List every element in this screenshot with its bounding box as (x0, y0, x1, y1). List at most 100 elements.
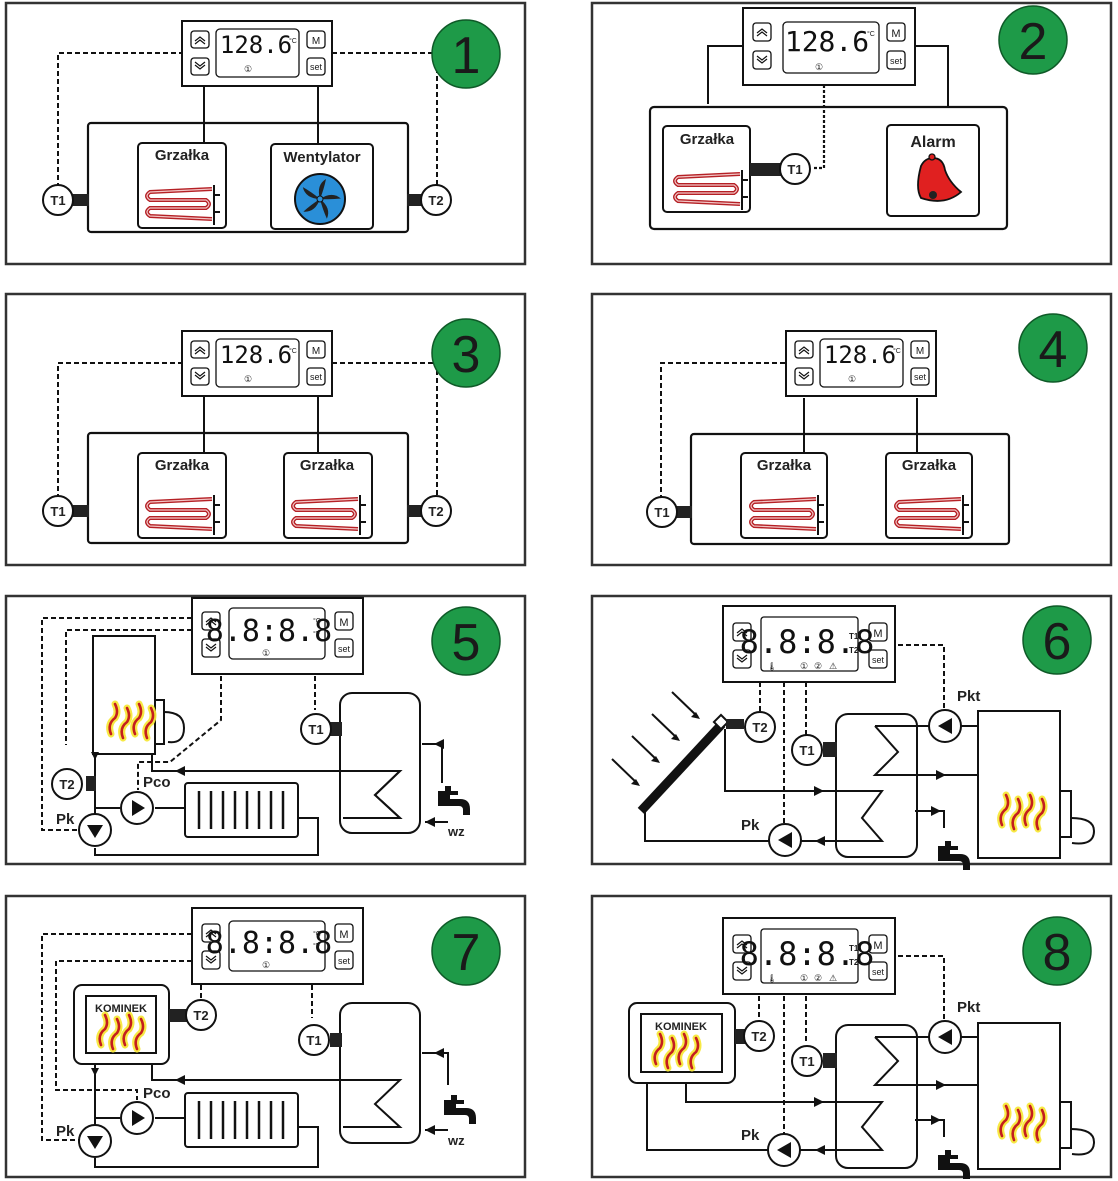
controller: 8.8:8.8 °C °F ① M set (191, 907, 364, 985)
svg-text:°C: °C (289, 347, 297, 355)
svg-text:4: 4 (1039, 321, 1068, 379)
fan-box: Wentylator (270, 143, 374, 230)
pump-label: Pco (143, 774, 171, 791)
radiator (184, 1092, 299, 1148)
m-button[interactable]: M (339, 929, 348, 941)
fireplace-label: KOMINEK (655, 1021, 707, 1033)
svg-text:°C: °C (313, 930, 321, 938)
svg-text:①: ① (262, 960, 270, 970)
sensor-wires (41, 933, 313, 1141)
m-button[interactable]: M (339, 617, 348, 629)
sensor-wire (57, 52, 182, 188)
piping (644, 725, 978, 842)
panel-number-badge: 3 (431, 318, 501, 388)
pump-label: Pk (56, 811, 75, 828)
m-button[interactable]: M (312, 36, 320, 47)
svg-text:°F: °F (313, 630, 320, 638)
svg-text:T1: T1 (849, 632, 859, 641)
set-button[interactable]: set (310, 372, 323, 382)
svg-text:T2: T2 (59, 777, 74, 792)
sensor-t2: T2 (51, 768, 83, 800)
bell-icon (917, 153, 963, 202)
svg-text:T2: T2 (428, 193, 443, 208)
m-button[interactable]: M (312, 346, 320, 357)
unit-label: °C (289, 37, 297, 45)
svg-text:°C: °C (867, 30, 875, 38)
sensor-wires (759, 644, 945, 830)
lcd-display: 128.6 (220, 31, 292, 59)
svg-text:①: ① (244, 374, 252, 384)
sensor-wires (758, 955, 945, 1140)
sensor-t2: T2 (185, 999, 217, 1031)
svg-text:128.6: 128.6 (824, 341, 896, 369)
m-button[interactable]: M (916, 346, 924, 357)
sensor-t2: T2 (744, 711, 776, 743)
m-button[interactable]: M (873, 628, 882, 640)
pump-pk (78, 813, 112, 847)
lcd-display: 8.8:8.8 (206, 926, 332, 961)
svg-text:Grzałka: Grzałka (300, 457, 355, 474)
svg-text:2: 2 (1019, 13, 1048, 71)
panel-7: KOMINEK T2 (4, 894, 527, 1179)
svg-text:7: 7 (452, 924, 481, 982)
m-button[interactable]: M (891, 28, 900, 40)
m-button[interactable]: M (873, 940, 882, 952)
svg-text:②: ② (814, 661, 822, 671)
controller: 8.8:8.8 T1 T2 🌡 ① ② ⚠ M set (722, 605, 896, 683)
svg-text:128.6: 128.6 (220, 341, 292, 369)
svg-text:Grzałka: Grzałka (155, 457, 210, 474)
svg-text:①: ① (848, 374, 856, 384)
panel-number-badge: 5 (431, 606, 501, 676)
sensor-t2: T2 (420, 495, 452, 527)
set-button[interactable]: set (872, 967, 885, 977)
set-button[interactable]: set (338, 644, 351, 654)
pump-pk (78, 1124, 112, 1158)
set-button[interactable]: set (310, 62, 323, 72)
svg-text:Grzałka: Grzałka (757, 457, 812, 474)
set-button[interactable]: set (890, 56, 903, 66)
water-tank (835, 713, 918, 858)
panel-number-badge: 7 (431, 916, 501, 986)
svg-text:T1: T1 (308, 722, 323, 737)
heater-box: Grzałka (885, 452, 973, 539)
panel-number-badge: 6 (1022, 605, 1092, 675)
svg-text:①: ① (262, 648, 270, 658)
sensor-t1: T1 (779, 153, 811, 185)
pump-pco (120, 1101, 154, 1135)
svg-text:②: ② (814, 973, 822, 983)
svg-text:T2: T2 (428, 504, 443, 519)
svg-text:T1: T1 (787, 162, 802, 177)
set-button[interactable]: set (914, 372, 927, 382)
panel-3: 128.6 °C ① M set Grzałka Grzałka T1 T2 3 (4, 292, 527, 567)
svg-text:Grzałka: Grzałka (902, 457, 957, 474)
piping (646, 1036, 978, 1151)
panel-number-badge: 1 (431, 19, 501, 89)
svg-text:T1: T1 (654, 505, 669, 520)
fan-icon (294, 173, 346, 225)
pump-pkt (928, 709, 962, 743)
device-label: Grzałka (155, 147, 210, 164)
pump-label: Pk (741, 1127, 760, 1144)
boiler (977, 1022, 1061, 1170)
panel-5: wz T1 T2 Pco Pk 8.8:8.8 °C °F ① M (4, 594, 527, 866)
controller: 128.6 °C ① M set (181, 20, 333, 87)
set-button[interactable]: set (338, 956, 351, 966)
panel-number-badge: 2 (998, 5, 1068, 75)
sensor-wire (57, 362, 182, 499)
device-label: Wentylator (283, 149, 360, 166)
warning-icon: ⚠ (829, 973, 837, 983)
controller: 128.6 °C ① M set (181, 330, 333, 397)
svg-text:T2: T2 (752, 720, 767, 735)
svg-text:°F: °F (313, 942, 320, 950)
pump-label: Pk (741, 817, 760, 834)
pump-label: Pco (143, 1085, 171, 1102)
solar-collector (637, 720, 726, 815)
svg-text:8: 8 (1043, 924, 1072, 982)
svg-text:T1: T1 (50, 504, 65, 519)
set-button[interactable]: set (872, 655, 885, 665)
svg-text:Alarm: Alarm (910, 134, 955, 151)
svg-text:T2: T2 (193, 1008, 208, 1023)
lcd-display: 8.8:8.8 (206, 614, 332, 649)
sensor-t1: T1 (791, 734, 823, 766)
panel-4: 128.6 °C ① M set Grzałka Grzałka T1 4 (590, 292, 1113, 567)
